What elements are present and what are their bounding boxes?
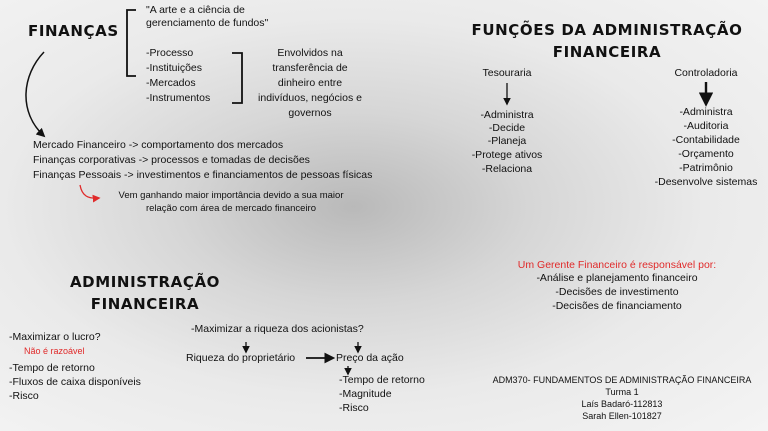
involved-line: transferência de <box>272 62 348 74</box>
tesouraria-item: -Planeja <box>487 135 527 147</box>
involved-line: indivíduos, negócios e <box>258 92 362 104</box>
lucro-item: -Fluxos de caixa disponíveis <box>9 376 141 388</box>
riqueza-proprietario: Riqueza do proprietário <box>186 352 296 364</box>
maximizar-lucro: -Maximizar o lucro? <box>9 331 101 343</box>
gerente-title: Um Gerente Financeiro é responsável por: <box>517 259 717 271</box>
financas-item: -Mercados <box>146 77 196 89</box>
area-financas-pessoais: Finanças Pessoais -> investimentos e fin… <box>33 169 373 181</box>
tesouraria-item: -Protege ativos <box>471 149 543 161</box>
lucro-item: -Risco <box>9 390 39 402</box>
financas-item: -Instituições <box>146 62 203 74</box>
preco-item: -Tempo de retorno <box>339 374 425 386</box>
gerente-item: -Decisões de investimento <box>555 286 679 298</box>
footer-author: Laís Badaró-112813 <box>581 399 663 409</box>
financas-bracket <box>126 9 136 77</box>
controladoria-item: -Desenvolve sistemas <box>654 176 758 188</box>
preco-item: -Magnitude <box>339 388 392 400</box>
controladoria-item: -Contabilidade <box>672 134 740 146</box>
controladoria-item: -Auditoria <box>683 120 729 132</box>
gerente-item: -Decisões de financiamento <box>552 300 682 312</box>
tesouraria-item: -Relaciona <box>481 163 533 175</box>
note-line-1: Vem ganhando maior importância devido a … <box>118 190 344 201</box>
involved-line: dinheiro entre <box>277 77 343 89</box>
gerente-item: -Análise e planejamento financeiro <box>536 272 698 284</box>
tesouraria-item: -Administra <box>480 109 534 121</box>
financas-item: -Instrumentos <box>146 92 211 104</box>
nao-razoavel: Não é razoável <box>24 346 85 356</box>
lucro-item: -Tempo de retorno <box>9 362 95 374</box>
financas-title: FINANÇAS <box>28 22 119 40</box>
footer-author: Sarah Ellen-101827 <box>582 411 662 421</box>
maximizar-riqueza: -Maximizar a riqueza dos acionistas? <box>191 323 364 335</box>
involved-line: governos <box>288 107 332 119</box>
footer-turma: Turma 1 <box>605 387 639 397</box>
tesouraria-label: Tesouraria <box>482 67 532 79</box>
financas-definition-line-2: gerenciamento de fundos" <box>146 17 269 29</box>
note-line-2: relação com área de mercado financeiro <box>145 203 317 214</box>
funcoes-title-line-2: FINANCEIRA <box>552 43 662 61</box>
adm-title-line-2: FINANCEIRA <box>90 295 200 313</box>
financas-definition-line-1: "A arte e a ciência de <box>146 4 245 16</box>
footer-course: ADM370- FUNDAMENTOS DE ADMINISTRAÇÃO FIN… <box>492 375 752 385</box>
preco-acao: Preço da ação <box>336 352 404 364</box>
preco-item: -Risco <box>339 402 369 414</box>
area-mercado-financeiro: Mercado Financeiro -> comportamento dos … <box>33 139 284 151</box>
involved-line: Envolvidos na <box>277 47 343 59</box>
financas-item: -Processo <box>146 47 194 59</box>
controladoria-item: -Patrimônio <box>679 162 733 174</box>
controladoria-label: Controladoria <box>674 67 738 79</box>
items-bracket <box>232 52 243 104</box>
controladoria-item: -Administra <box>679 106 733 118</box>
tesouraria-item: -Decide <box>488 122 526 134</box>
adm-title-line-1: ADMINISTRAÇÃO <box>69 273 221 291</box>
financas-curve-arrow <box>25 51 46 138</box>
funcoes-title-line-1: FUNÇÕES DA ADMINISTRAÇÃO <box>471 21 743 39</box>
area-financas-corporativas: Finanças corporativas -> processos e tom… <box>33 154 310 166</box>
controladoria-item: -Orçamento <box>678 148 734 160</box>
